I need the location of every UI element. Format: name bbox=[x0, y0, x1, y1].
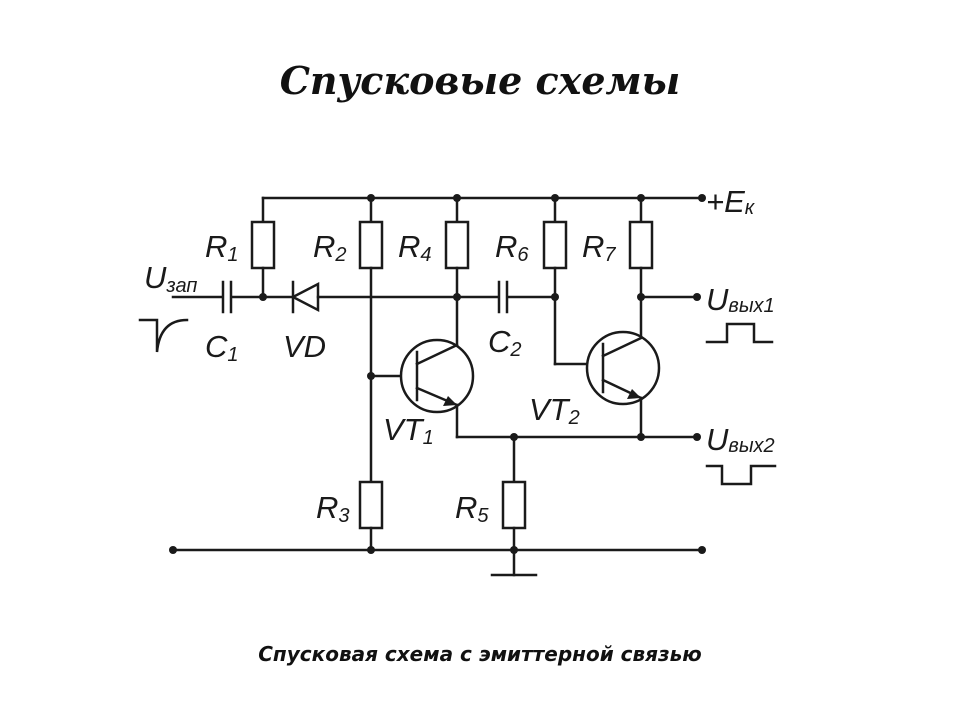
resistor-r2 bbox=[358, 220, 384, 270]
c1-label: C1 bbox=[205, 329, 239, 366]
r2-label: R2 bbox=[313, 229, 347, 266]
input-voltage-label: Uзап bbox=[144, 260, 197, 297]
transistor-vt2 bbox=[585, 330, 699, 439]
r5-label: R5 bbox=[455, 490, 489, 527]
capacitor-c2 bbox=[497, 280, 557, 314]
output1-waveform bbox=[705, 322, 774, 344]
vt2-label: VT2 bbox=[529, 392, 580, 429]
r7-branch bbox=[628, 196, 699, 344]
transistor-vt1 bbox=[399, 338, 475, 439]
r6-label: R6 bbox=[495, 229, 529, 266]
output2-voltage-label: Uвых2 bbox=[706, 422, 775, 457]
r7-label: R7 bbox=[582, 229, 616, 266]
r2-r3-divider bbox=[358, 196, 410, 552]
diode-vd bbox=[290, 280, 500, 314]
output2-waveform bbox=[705, 464, 777, 486]
resistor-r5 bbox=[501, 480, 527, 530]
junction-dots bbox=[169, 194, 706, 554]
r1-label: R1 bbox=[205, 229, 239, 266]
resistor-r7 bbox=[628, 220, 654, 270]
resistor-r3 bbox=[358, 480, 384, 530]
page-title: Спусковые схемы bbox=[279, 58, 681, 103]
vt1-label: VT1 bbox=[383, 412, 434, 449]
r6-branch bbox=[542, 196, 596, 366]
output1-voltage-label: Uвых1 bbox=[706, 282, 775, 317]
r4-label: R4 bbox=[398, 229, 432, 266]
resistor-r1 bbox=[250, 220, 276, 270]
emitter-bus bbox=[455, 435, 643, 552]
resistor-r4 bbox=[444, 220, 470, 270]
c2-label: C2 bbox=[488, 324, 522, 361]
vd-label: VD bbox=[283, 329, 326, 364]
r1-branch bbox=[250, 196, 276, 299]
figure-caption: Спусковая схема с эмиттерной связью bbox=[258, 642, 702, 666]
input-pulse-waveform bbox=[138, 318, 189, 353]
r3-label: R3 bbox=[316, 490, 350, 527]
supply-label: +Eк bbox=[706, 184, 756, 219]
resistor-r6 bbox=[542, 220, 568, 270]
r4-branch bbox=[444, 196, 470, 352]
ground-symbol bbox=[490, 548, 538, 577]
